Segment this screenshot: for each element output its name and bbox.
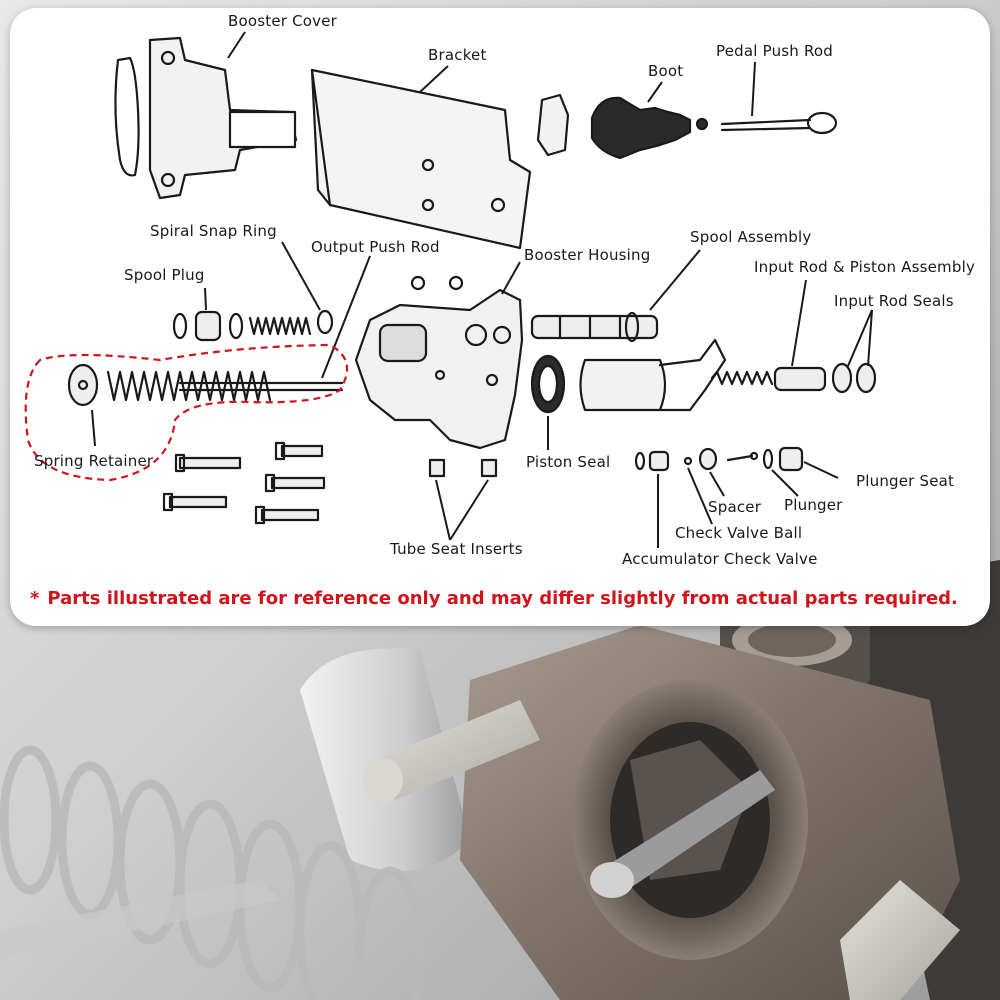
bracket [312, 70, 530, 248]
disclaimer: * Parts illustrated are for reference onl… [30, 588, 958, 609]
spring-retainer [69, 365, 97, 405]
spiral-snap-ring [318, 311, 332, 333]
booster-cover-gasket [115, 58, 138, 175]
label-booster-housing: Booster Housing [524, 246, 650, 264]
accumulator-check-valve-row [636, 448, 802, 470]
spool-plug [174, 312, 242, 340]
boot [592, 98, 707, 158]
label-plunger-seat: Plunger Seat [856, 472, 954, 490]
label-accumulator-check-valve: Accumulator Check Valve [622, 550, 818, 568]
label-output-push-rod: Output Push Rod [311, 238, 440, 256]
booster-cover [150, 38, 296, 198]
label-input-rod-piston: Input Rod & Piston Assembly [754, 258, 975, 276]
piston-cylinder [581, 340, 726, 410]
disclaimer-text: Parts illustrated are for reference only… [47, 588, 957, 609]
label-boot: Boot [648, 62, 683, 80]
disclaimer-star: * [30, 588, 39, 609]
booster-housing [356, 277, 522, 448]
pedal-push-rod [722, 113, 836, 133]
label-piston-seal: Piston Seal [526, 453, 610, 471]
label-pedal-push-rod: Pedal Push Rod [716, 42, 833, 60]
nut [538, 95, 568, 155]
input-rod-piston-assembly [712, 368, 825, 390]
label-tube-seat-inserts: Tube Seat Inserts [390, 540, 523, 558]
label-spool-plug: Spool Plug [124, 266, 205, 284]
label-spool-assembly: Spool Assembly [690, 228, 811, 246]
label-spacer: Spacer [708, 498, 761, 516]
spool-assembly [532, 313, 657, 341]
output-spring [108, 372, 270, 400]
label-booster-cover: Booster Cover [228, 12, 337, 30]
input-rod-seals [833, 364, 875, 392]
bolts [164, 443, 324, 523]
label-spiral-snap-ring: Spiral Snap Ring [150, 222, 277, 240]
piston-seal [532, 356, 564, 412]
spool-spring [250, 318, 310, 334]
tube-seat-inserts [430, 460, 496, 476]
label-bracket: Bracket [428, 46, 487, 64]
label-input-rod-seals: Input Rod Seals [834, 292, 954, 310]
label-check-valve-ball: Check Valve Ball [675, 524, 802, 542]
label-spring-retainer: Spring Retainer [34, 452, 153, 470]
label-plunger: Plunger [784, 496, 843, 514]
